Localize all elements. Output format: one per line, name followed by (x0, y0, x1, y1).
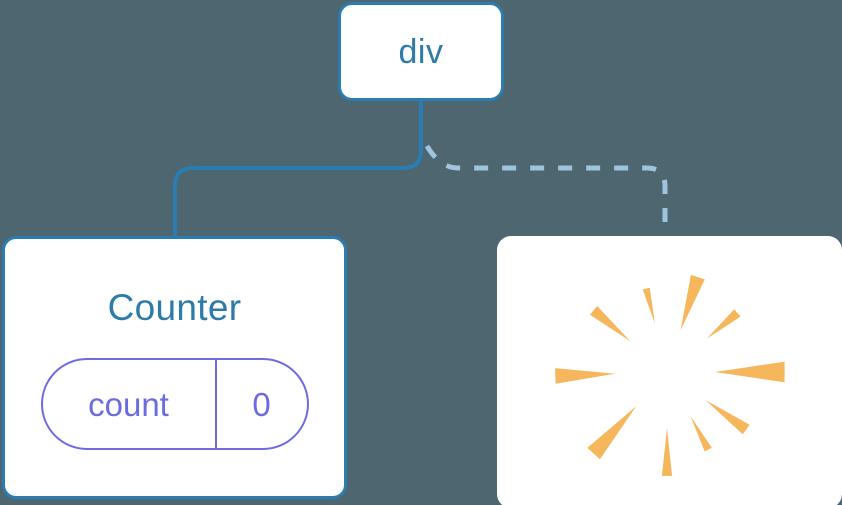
burst-ray-7 (587, 406, 637, 460)
state-pill-count[interactable]: count 0 (40, 358, 309, 450)
burst-ray-6 (705, 400, 750, 435)
burst-ray-9 (690, 416, 712, 452)
burst-ray-0 (680, 274, 705, 331)
burst-sparkle-icon (555, 274, 785, 476)
burst-ray-3 (589, 306, 631, 342)
burst-ray-1 (706, 309, 741, 339)
burst-ray-8 (661, 428, 673, 476)
node-div[interactable]: div (338, 2, 504, 101)
burst-ray-5 (715, 361, 785, 383)
state-value-label: 0 (214, 360, 307, 448)
edge-root-to-rerender (424, 144, 668, 240)
burst-ray-4 (555, 368, 615, 384)
node-counter-label: Counter (107, 287, 242, 328)
state-key-label: count (88, 385, 169, 423)
node-div-label: div (398, 32, 444, 71)
edge-root-to-counter (173, 99, 423, 242)
burst-ray-2 (642, 287, 655, 324)
node-rerender-burst[interactable] (497, 236, 842, 505)
node-counter[interactable]: Counter count 0 (2, 236, 347, 499)
